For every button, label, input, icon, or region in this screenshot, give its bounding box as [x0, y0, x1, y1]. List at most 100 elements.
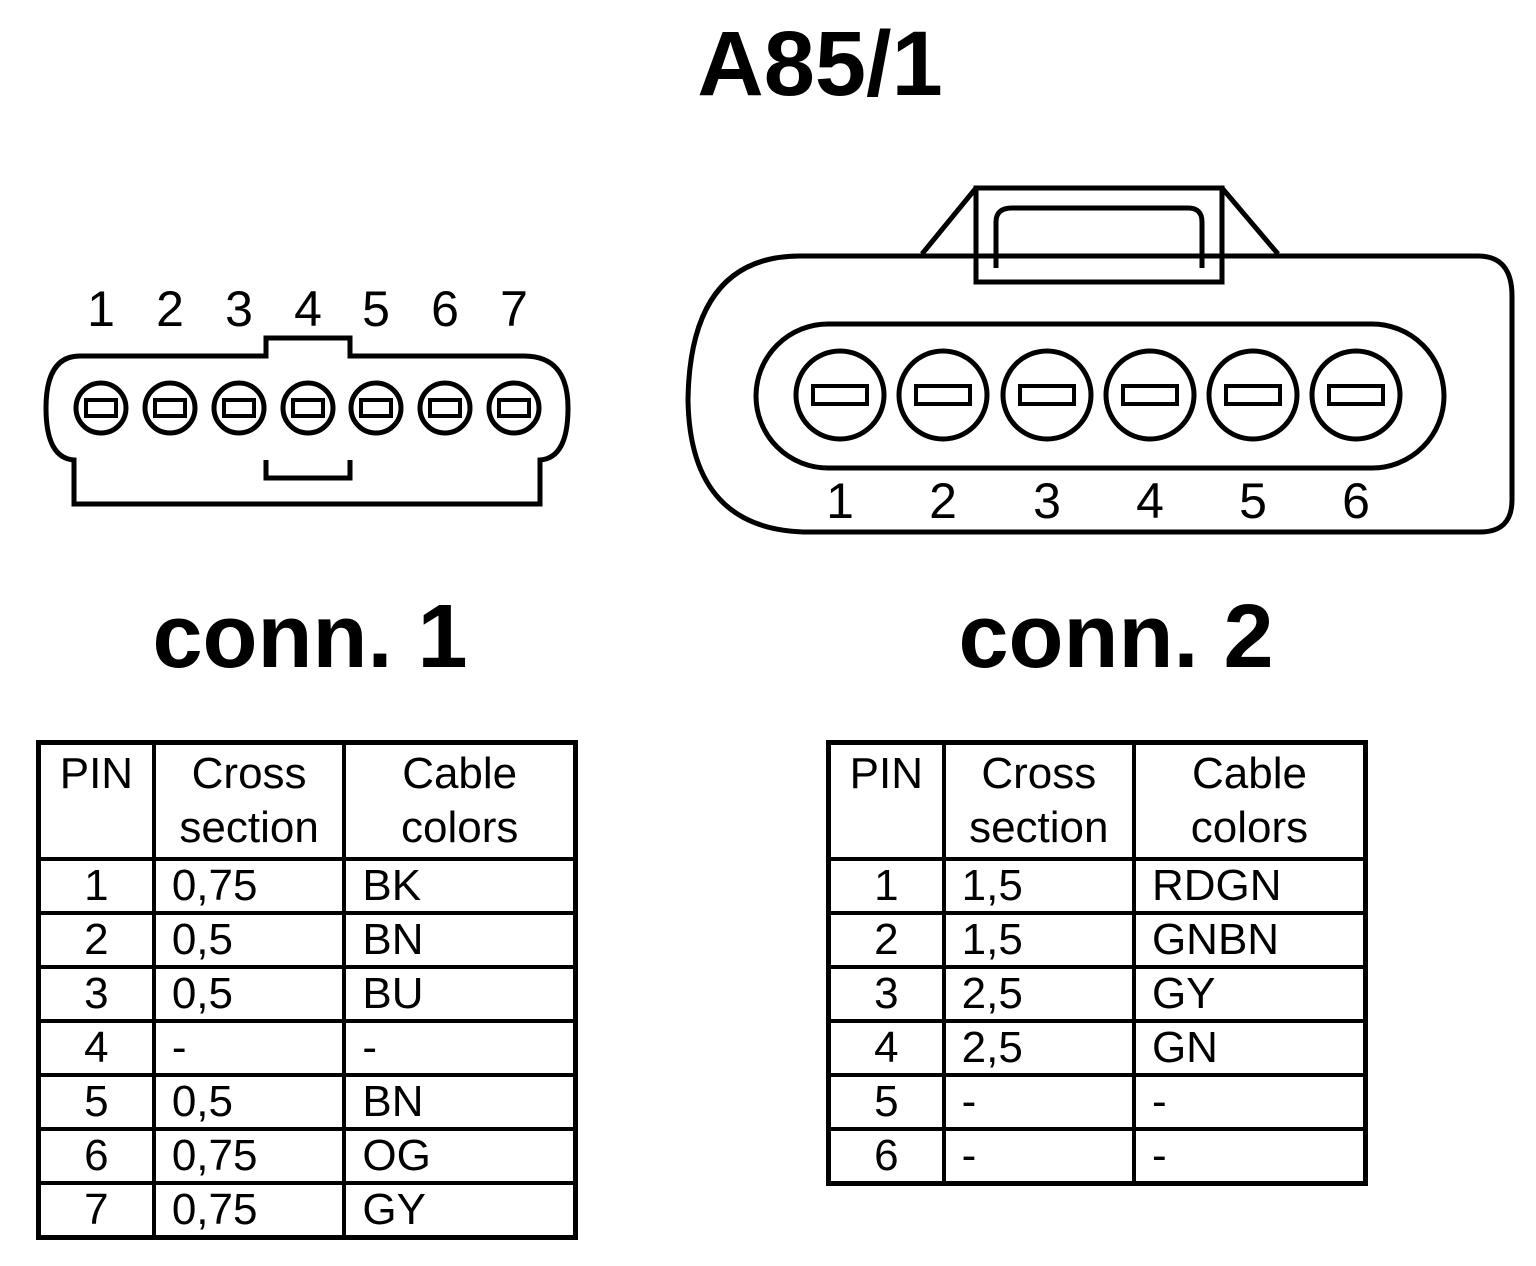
connector-2-pin-cavity — [753, 321, 1447, 471]
pin-cell: 3 — [36, 965, 156, 1023]
pin-cell: 1 — [826, 857, 946, 915]
cross-section-cell: - — [941, 1127, 1136, 1186]
pin-cell: 6 — [826, 1127, 946, 1186]
connector-1-pin-contact — [497, 398, 531, 418]
connector-1-pin-contact — [84, 398, 118, 418]
connector-2-pin — [896, 348, 990, 442]
connector-1-pin-contact — [153, 398, 187, 418]
cable-color-cell: BN — [342, 1073, 578, 1131]
connector-1-pin-contact — [428, 398, 462, 418]
cross-section-cell: 0,75 — [151, 1181, 347, 1240]
connector-2-latch-inner — [993, 205, 1205, 268]
connector-2-pin-contact — [1018, 384, 1076, 406]
cable-color-cell: RDGN — [1131, 857, 1368, 915]
cable-color-cell: - — [1131, 1127, 1368, 1186]
cable-color-cell: OG — [342, 1127, 578, 1185]
cross-section-cell: 0,5 — [151, 965, 347, 1023]
connector-2-pin-contact — [811, 384, 869, 406]
connector-2-pin-number: 1 — [826, 473, 854, 529]
connector-2-pin — [793, 348, 887, 442]
connector-1-pin-number: 5 — [362, 281, 390, 337]
table-row: 6-- — [826, 1127, 1368, 1186]
connector-2-pin-number: 6 — [1342, 473, 1370, 529]
connector-2-pin-number: 5 — [1239, 473, 1267, 529]
connector-2-pin-contact — [1121, 384, 1179, 406]
pin-cell: 4 — [826, 1019, 946, 1077]
diagram-title: A85/1 — [697, 13, 943, 115]
pin-cell: 1 — [36, 857, 156, 915]
connector-2-pin — [1309, 348, 1403, 442]
cable-color-cell: GY — [1131, 965, 1368, 1023]
connector-1-pin — [73, 380, 129, 436]
connector-2-latch — [973, 185, 1225, 285]
cross-section-cell: 1,5 — [941, 911, 1136, 969]
connector-2-pin-contact — [914, 384, 972, 406]
connector-1-pin — [486, 380, 542, 436]
connector-1-pin-contact — [291, 398, 325, 418]
cable-color-cell: BU — [342, 965, 578, 1023]
cross-section-cell: 1,5 — [941, 857, 1136, 915]
connector-2-pin-contact — [1224, 384, 1282, 406]
cable-color-cell: BK — [342, 857, 578, 915]
pin-cell: 3 — [826, 965, 946, 1023]
cross-section-cell: 0,5 — [151, 1073, 347, 1131]
table-row: 4-- — [36, 1019, 578, 1077]
cross-section-cell: 2,5 — [941, 965, 1136, 1023]
pin-cell: 7 — [36, 1181, 156, 1240]
cross-section-cell: - — [151, 1019, 347, 1077]
cross-section-cell: 0,75 — [151, 857, 347, 915]
cross-section-cell: 2,5 — [941, 1019, 1136, 1077]
connector-2-pin — [1000, 348, 1094, 442]
connector-2-pin-number: 3 — [1033, 473, 1061, 529]
cable-color-cell: GN — [1131, 1019, 1368, 1077]
connector-1-pin-contact — [359, 398, 393, 418]
connector-1-pin — [211, 380, 267, 436]
connector-1-pin-number: 6 — [431, 281, 459, 337]
cross-section-cell: - — [941, 1073, 1136, 1131]
connector-2-pin — [1206, 348, 1300, 442]
cable-color-cell: GY — [342, 1181, 578, 1240]
connector-1-pin — [417, 380, 473, 436]
connector-1-pin-contact — [222, 398, 256, 418]
connector-2-outer-housing — [685, 253, 1515, 535]
connector-1-label: conn. 1 — [152, 587, 468, 687]
connector-1-bottom-notch — [263, 460, 353, 481]
connector-1-pin-number: 3 — [225, 281, 253, 337]
connector-1-pin-number: 2 — [156, 281, 184, 337]
connector-1-pin-number: 1 — [87, 281, 115, 337]
table-row: 5-- — [826, 1073, 1368, 1131]
connector-1-pin — [348, 380, 404, 436]
connector-1-pin-number: 4 — [294, 281, 322, 337]
pin-cell: 6 — [36, 1127, 156, 1185]
connector-1-pin — [280, 380, 336, 436]
pin-cell: 4 — [36, 1019, 156, 1077]
connector-1-pin-number: 7 — [500, 281, 528, 337]
cross-section-cell: 0,75 — [151, 1127, 347, 1185]
header-pin: PIN — [826, 740, 946, 861]
connector-2-label: conn. 2 — [958, 587, 1274, 687]
connector-2-pin-contact — [1327, 384, 1385, 406]
cross-section-cell: 0,5 — [151, 911, 347, 969]
connector-2-pin-number: 4 — [1136, 473, 1164, 529]
pin-cell: 2 — [36, 911, 156, 969]
cable-color-cell: - — [342, 1019, 578, 1077]
